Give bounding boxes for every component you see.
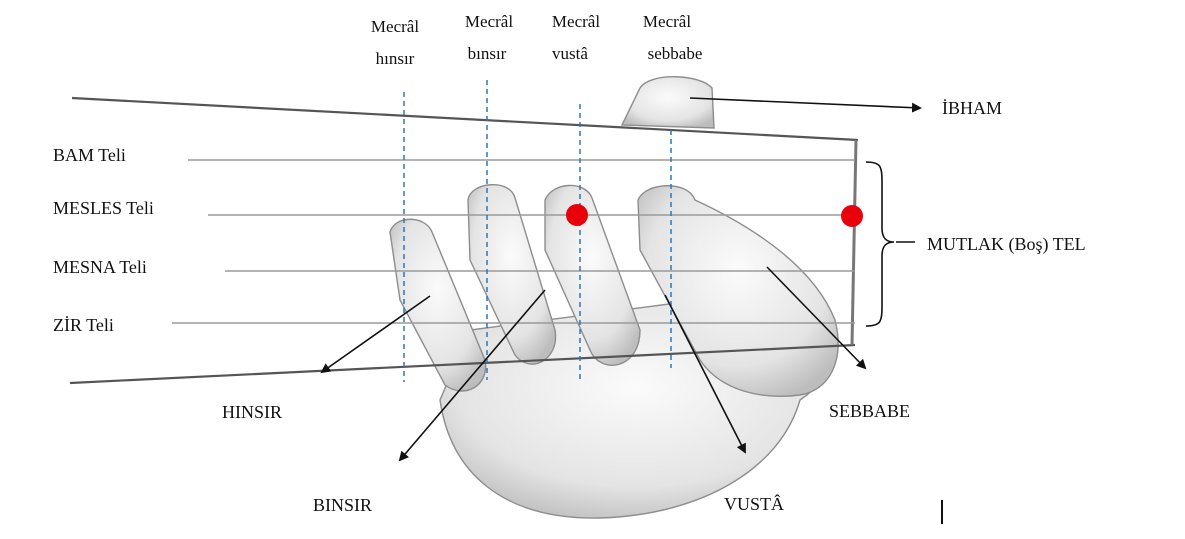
label-hinsir: HINSIR <box>222 402 282 422</box>
mecral-sebbabe-line2: sebbabe <box>648 44 703 63</box>
mecral-binsir-line1: Mecrâl <box>465 12 513 31</box>
string-labels: BAM Teli MESLES Teli MESNA Teli ZİR Teli <box>53 145 154 335</box>
mecral-sebbabe-line1: Mecrâl <box>643 12 691 31</box>
mecral-vusta-line2: vustâ <box>552 44 588 63</box>
label-mutlak: MUTLAK (Boş) TEL <box>927 234 1086 255</box>
mecral-hinsir-line2: hınsır <box>376 49 415 68</box>
mecral-binsir-line2: bınsır <box>468 44 507 63</box>
nut <box>852 140 856 345</box>
press-marker-open-string <box>841 205 863 227</box>
fingerboard-top-edge <box>72 98 858 140</box>
mecral-vusta-line1: Mecrâl <box>552 12 600 31</box>
mecral-hinsir-line1: Mecrâl <box>371 17 419 36</box>
label-binsir: BINSIR <box>313 495 372 515</box>
mecral-labels: Mecrâl hınsır Mecrâl bınsır Mecrâl vustâ… <box>371 12 702 68</box>
hand-illustration <box>390 77 838 518</box>
label-ibham: İBHAM <box>942 98 1002 118</box>
arrow-ibham <box>690 98 920 108</box>
label-sebbabe: SEBBABE <box>829 401 910 421</box>
press-marker-vusta <box>566 204 588 226</box>
label-vusta: VUSTÂ <box>724 493 784 514</box>
arrow-hinsir <box>322 296 430 372</box>
label-zir-teli: ZİR Teli <box>53 315 114 335</box>
mutlak-brace <box>866 162 894 326</box>
label-mesna-teli: MESNA Teli <box>53 257 147 277</box>
label-mesles-teli: MESLES Teli <box>53 198 154 218</box>
label-bam-teli: BAM Teli <box>53 145 126 165</box>
